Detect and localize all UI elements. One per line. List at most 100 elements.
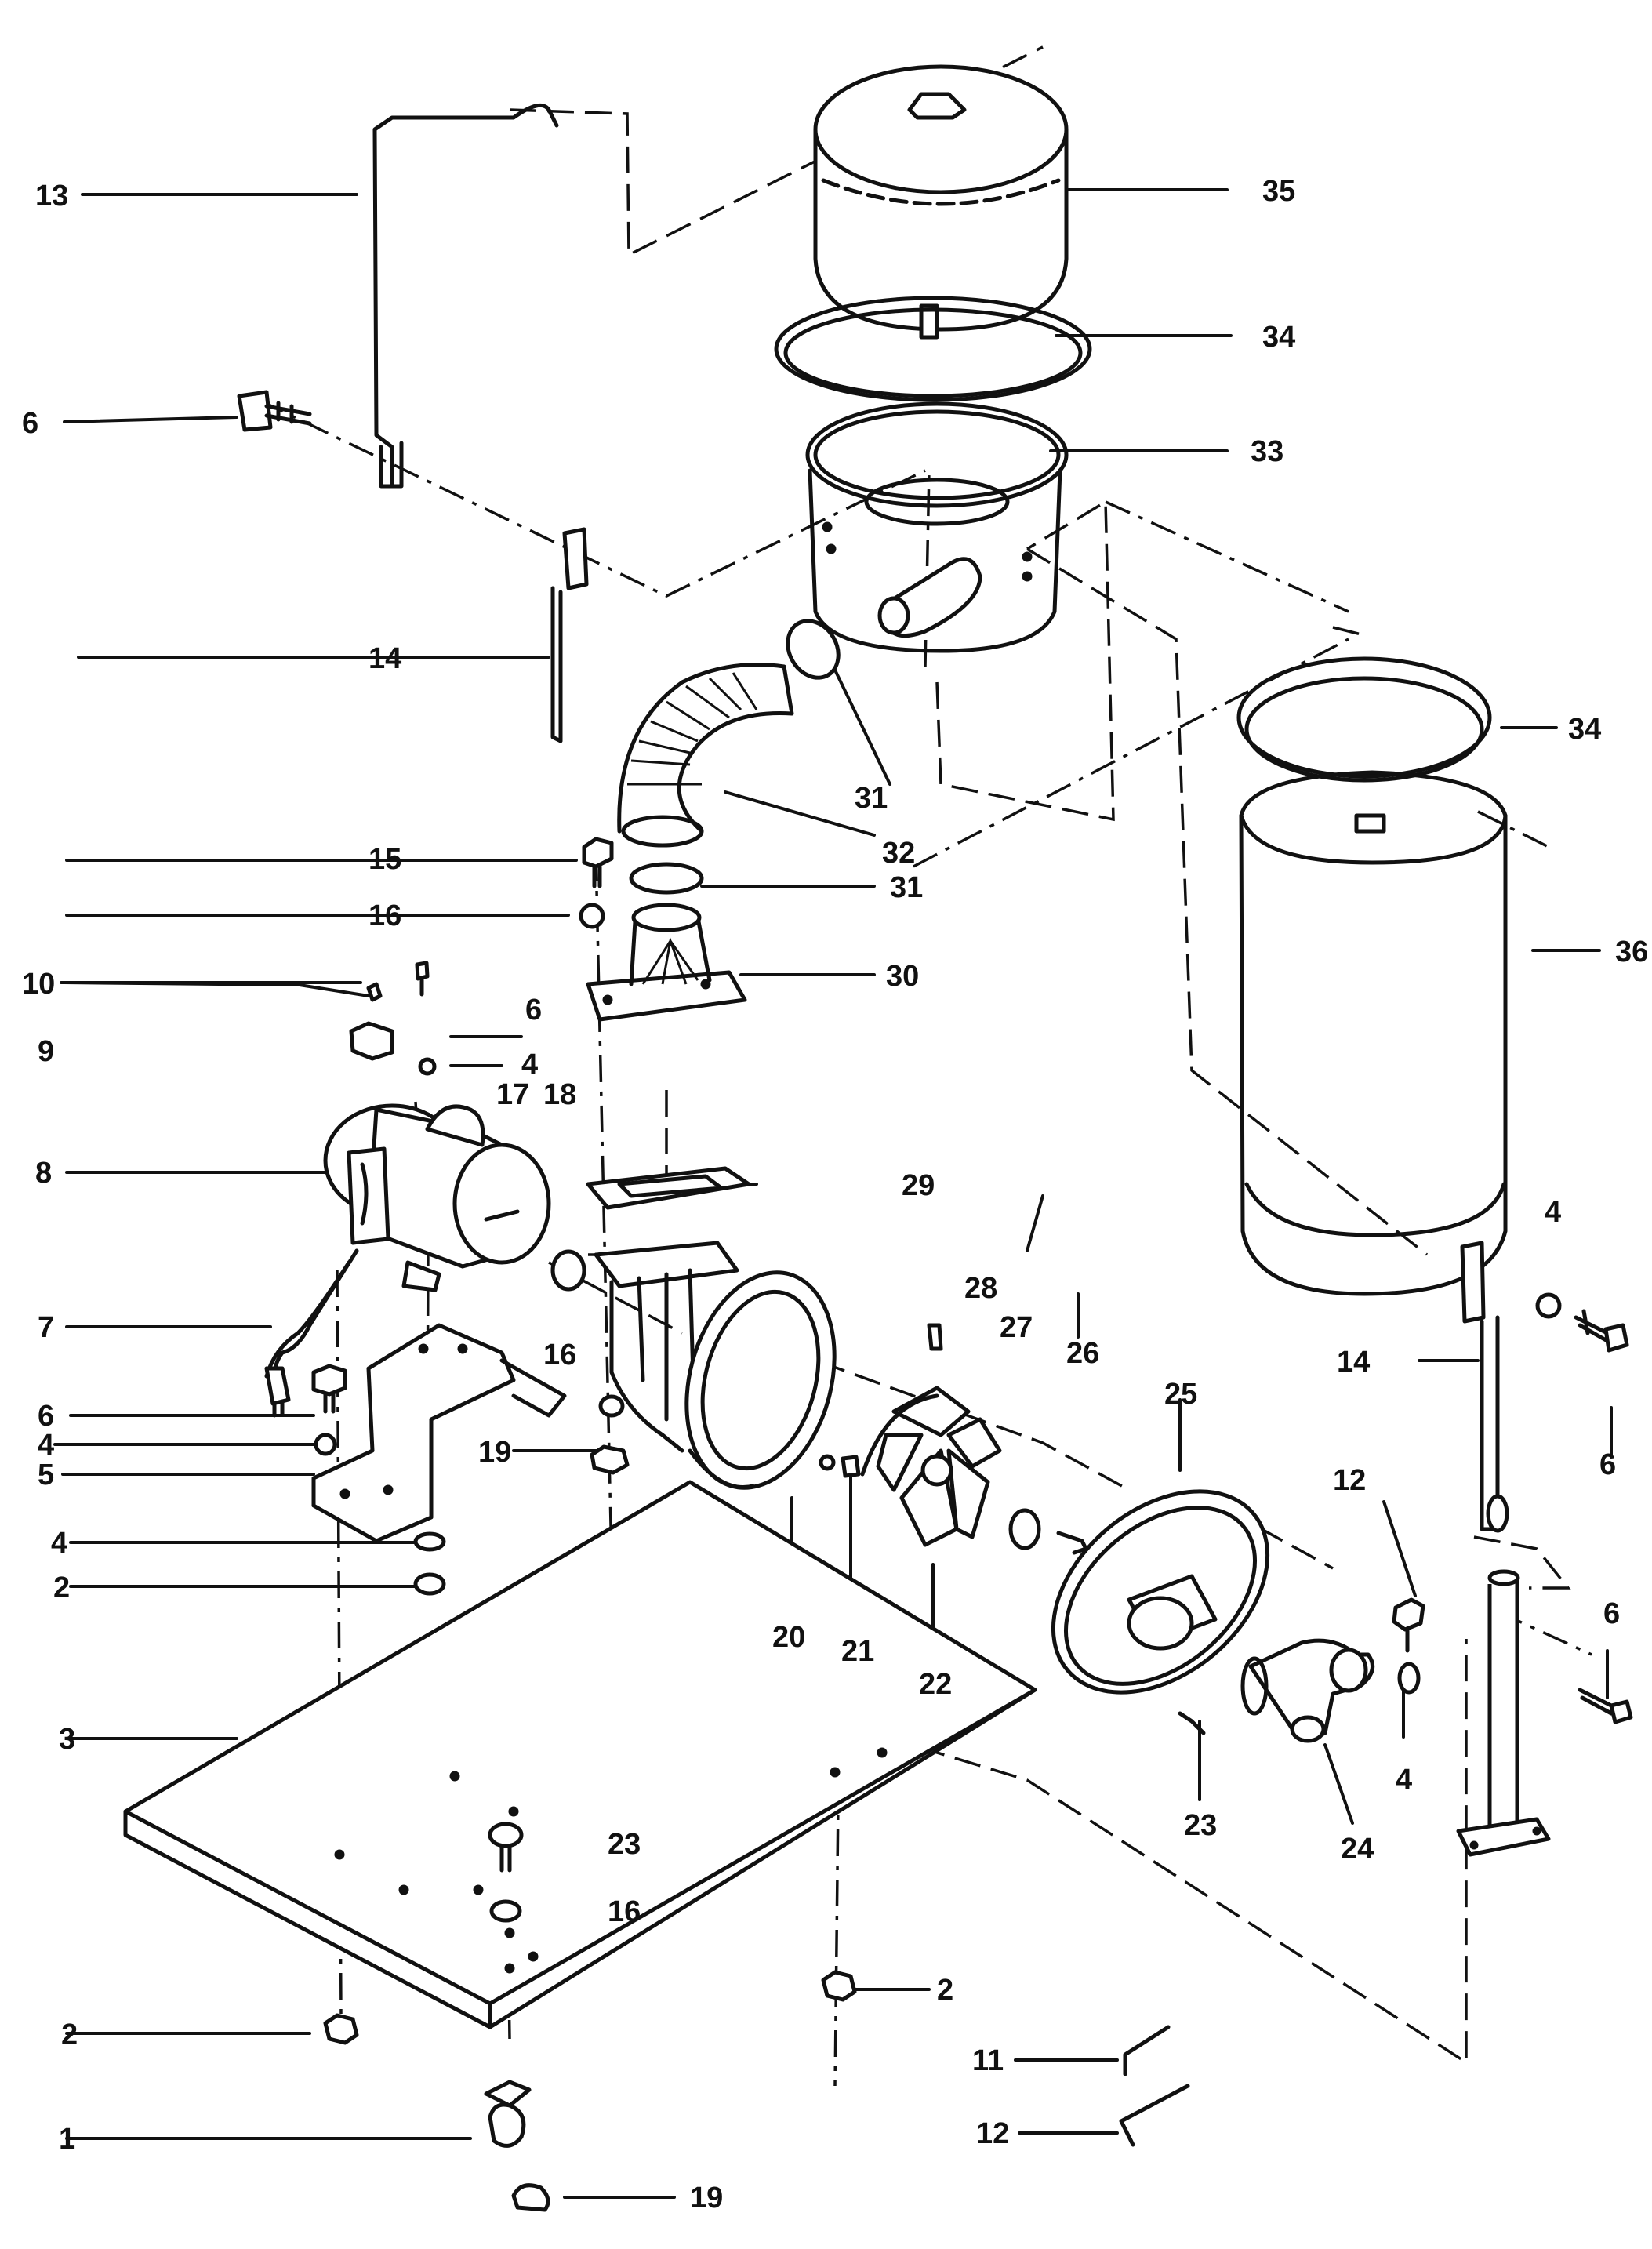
washer-16-center [598, 1394, 625, 1418]
washer-20 [819, 1454, 836, 1471]
hex-key-12 [1119, 2084, 1190, 2147]
bracket-14-left [550, 527, 589, 743]
gasket-ring-34-top [774, 296, 1092, 402]
callout-6c: 6 [1599, 1448, 1616, 1481]
callout-35: 35 [1262, 175, 1295, 208]
callout-28: 28 [964, 1272, 997, 1305]
washer-27 [1008, 1508, 1041, 1550]
callout-34a: 34 [1262, 321, 1295, 354]
callout-24: 24 [1341, 1833, 1374, 1866]
base-plate-3 [123, 1480, 1037, 2029]
callout-16a: 16 [369, 899, 401, 932]
nut-2-left [323, 2013, 359, 2045]
flexible-hose-32 [617, 663, 794, 848]
power-cord-7 [264, 1248, 359, 1418]
washer-16-upper [579, 903, 605, 929]
nut-19-bottom [511, 2183, 550, 2212]
clamp-31-upper [786, 619, 841, 680]
key-21 [841, 1455, 861, 1478]
screw-23-right [1178, 1711, 1206, 1735]
callout-32: 32 [882, 837, 915, 870]
callout-4c: 4 [38, 1429, 54, 1462]
callout-2c: 2 [61, 2018, 78, 2051]
washer-16-lower [489, 1899, 522, 1923]
callout-12b: 12 [976, 2117, 1009, 2150]
impeller-22 [860, 1386, 1002, 1547]
callout-16b: 16 [543, 1339, 576, 1372]
elbow-24 [1240, 1638, 1375, 1743]
gasket-29 [586, 1166, 751, 1210]
callout-34b: 34 [1568, 713, 1601, 746]
callout-8: 8 [35, 1157, 52, 1190]
callout-25: 25 [1164, 1378, 1197, 1411]
screw-26 [1056, 1531, 1088, 1555]
callout-6e: 6 [1603, 1597, 1620, 1630]
motor-mount-5 [311, 1323, 567, 1543]
hex-key-11 [1123, 2025, 1171, 2076]
callout-17: 17 [496, 1078, 529, 1111]
screw-6-top [237, 390, 312, 432]
washer-4-lower [413, 1531, 446, 1552]
callout-31b: 31 [890, 871, 923, 904]
callout-4d: 4 [51, 1527, 67, 1560]
callout-30: 30 [886, 960, 919, 993]
filter-bag-36 [1239, 770, 1508, 1296]
screw-28 [927, 1323, 943, 1351]
post-right [1456, 1569, 1551, 1857]
callout-10: 10 [22, 968, 55, 1001]
screw-6-motor [415, 961, 430, 997]
callout-4e: 4 [1396, 1764, 1412, 1797]
caster-1 [484, 2080, 532, 2148]
washer-4-mount [314, 1433, 337, 1456]
callout-6d: 6 [38, 1400, 54, 1433]
callout-9: 9 [38, 1035, 54, 1068]
callout-16c: 16 [608, 1895, 641, 1928]
callout-36: 36 [1615, 936, 1648, 968]
callout-labels: 13 35 34 6 33 14 34 31 32 15 31 16 36 10… [22, 175, 1648, 2214]
callout-23a: 23 [608, 1828, 641, 1861]
screw-6-right-top [1574, 1309, 1629, 1353]
callout-15: 15 [369, 843, 401, 876]
bolt-6-mount [311, 1364, 347, 1414]
callout-31a: 31 [855, 782, 888, 815]
callout-5: 5 [38, 1459, 54, 1491]
callout-2a: 2 [53, 1571, 70, 1604]
callout-14a: 14 [369, 642, 401, 675]
callout-7: 7 [38, 1311, 54, 1344]
callout-19b: 19 [690, 2182, 723, 2214]
callout-3: 3 [59, 1723, 75, 1756]
callout-27: 27 [1000, 1311, 1033, 1344]
switch-box-9 [349, 1021, 394, 1061]
bolt-12-right [1392, 1597, 1425, 1653]
callout-2b: 2 [937, 1974, 953, 2007]
callout-13: 13 [35, 180, 68, 213]
screw-6-right-bottom [1578, 1688, 1633, 1724]
callout-12a: 12 [1333, 1464, 1366, 1497]
pin-10 [366, 982, 383, 1002]
callout-26: 26 [1066, 1337, 1099, 1370]
washer-4-right [1535, 1292, 1562, 1319]
callout-1: 1 [59, 2123, 75, 2156]
nut-2-right [821, 1970, 857, 2002]
nut-19-center [590, 1444, 630, 1475]
callout-20: 20 [772, 1621, 805, 1654]
callout-14b: 14 [1337, 1346, 1370, 1379]
callout-4b: 4 [1545, 1196, 1561, 1229]
bracket-14-right [1460, 1241, 1509, 1533]
flange-adapter-30 [586, 903, 747, 1022]
callout-18: 18 [543, 1078, 576, 1111]
callout-29: 29 [902, 1169, 935, 1202]
lid-35 [813, 64, 1069, 340]
clamp-31-lower [629, 862, 704, 895]
callout-33: 33 [1251, 435, 1283, 468]
support-rod-13 [372, 103, 559, 489]
gasket-ring-34-right [1236, 656, 1492, 834]
washer-18 [550, 1249, 586, 1292]
collector-drum-33 [805, 401, 1069, 653]
callout-22: 22 [919, 1668, 952, 1701]
callout-6a: 6 [22, 407, 38, 440]
motor-8 [323, 1103, 551, 1292]
callout-23b: 23 [1184, 1809, 1217, 1842]
callout-11: 11 [972, 2044, 1004, 2077]
